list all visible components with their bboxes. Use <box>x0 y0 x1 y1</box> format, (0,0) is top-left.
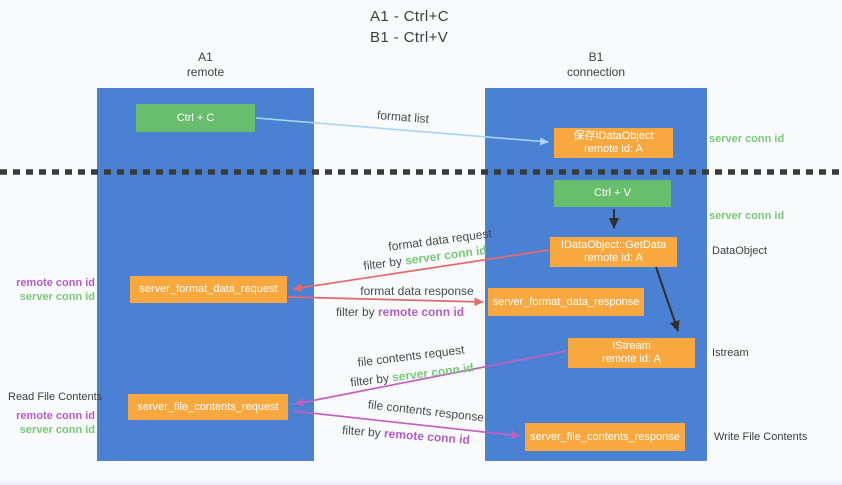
remote-conn-id-label: remote conn id <box>16 277 95 289</box>
remote-conn-id-label: remote conn id <box>16 410 95 422</box>
server-conn-id-label: server conn id <box>19 424 95 436</box>
format-request-conn-id-stack: remote conn id server conn id <box>0 276 95 304</box>
node-ctrl-v-label: Ctrl + V <box>594 187 631 199</box>
node-format-request-label: server_format_data_request <box>139 283 278 295</box>
server-conn-id-label: server conn id <box>19 291 95 303</box>
node-save-dataobject-line2: remote id: A <box>584 143 643 155</box>
title-line-ctrl-c: A1 - Ctrl+C <box>370 8 449 25</box>
node-getdata-line2: remote id: A <box>584 252 643 264</box>
server-conn-id-label-mid: server conn id <box>709 210 785 222</box>
filter-by-text: filter by <box>349 370 390 390</box>
file-request-conn-id-stack: remote conn id server conn id <box>0 409 95 437</box>
node-format-request: server_format_data_request <box>130 276 287 303</box>
server-conn-id-label-top: server conn id <box>709 133 785 145</box>
node-istream-line2: remote id: A <box>602 353 661 365</box>
node-save-dataobject-line1: 保存IDataObject <box>573 130 654 142</box>
filter-by-text: filter by <box>335 305 375 319</box>
file-response-filter-label: filter by remote conn id <box>342 423 471 447</box>
file-contents-response-label: file contents response <box>367 397 485 424</box>
node-ctrl-c-label: Ctrl + C <box>176 111 215 124</box>
node-ctrl-c: Ctrl + C <box>136 104 255 132</box>
filter-by-text: filter by <box>362 254 403 274</box>
node-file-response-label: server_file_contents_response <box>530 430 680 443</box>
node-file-request-label: server_file_contents_request <box>137 400 279 413</box>
file-contents-response-text: file contents response <box>367 397 485 425</box>
dataobject-label: DataObject <box>712 245 768 257</box>
remote-conn-id-text: remote conn id <box>378 305 465 319</box>
format-data-response-label: format data response <box>360 284 473 298</box>
node-format-response: server_format_data_response <box>488 288 644 316</box>
node-file-response: server_file_contents_response <box>525 423 685 451</box>
filter-by-text: filter by <box>341 422 382 440</box>
b1-name: B1 <box>588 50 604 64</box>
node-istream-line1: IStream <box>612 340 651 352</box>
a1-name: A1 <box>198 50 213 64</box>
node-save-dataobject: 保存IDataObject remote id: A <box>554 128 673 158</box>
node-file-request: server_file_contents_request <box>128 394 288 420</box>
a1-column-header: A1 remote <box>97 50 314 80</box>
node-ctrl-v: Ctrl + V <box>554 180 671 207</box>
a1-role: remote <box>186 65 225 79</box>
diagram-title: A1 - Ctrl+C B1 - Ctrl+V <box>370 6 449 48</box>
bottom-edge-shade <box>0 478 842 485</box>
format-list-text: format list <box>376 107 430 127</box>
server-conn-id-text: server conn id <box>391 360 475 385</box>
write-file-contents-label: Write File Contents <box>714 431 808 443</box>
format-response-filter-label: filter by remote conn id <box>336 305 464 319</box>
b1-column-header: B1 connection <box>485 50 707 80</box>
node-getdata: IDataObject::GetData remote id: A <box>550 237 677 267</box>
istream-label: Istream <box>712 347 749 359</box>
node-format-response-label: server_format_data_response <box>492 295 640 308</box>
format-data-response-text: format data response <box>360 284 474 298</box>
b1-role: connection <box>566 65 626 79</box>
read-file-contents-label: Read File Contents <box>8 391 103 403</box>
node-istream: IStream remote id: A <box>568 338 695 368</box>
node-getdata-line1: IDataObject::GetData <box>560 239 667 251</box>
remote-conn-id-text: remote conn id <box>383 426 471 448</box>
format-list-label: format list <box>377 108 430 126</box>
title-line-ctrl-v: B1 - Ctrl+V <box>370 29 449 46</box>
